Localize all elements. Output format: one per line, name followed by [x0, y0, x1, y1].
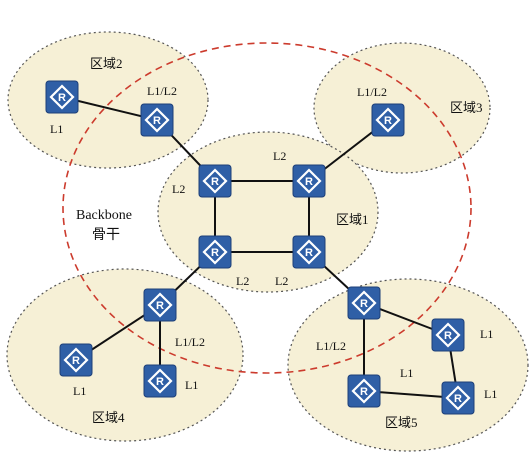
area4-label: 区域4: [92, 410, 125, 425]
router-level-label: L2: [275, 274, 288, 288]
router-icon: R: [198, 235, 232, 269]
router-level-label: L1: [484, 387, 497, 401]
area2-label: 区域2: [90, 56, 123, 71]
svg-text:R: R: [384, 115, 392, 127]
router-icon: R: [45, 80, 79, 114]
backbone-label-cn: 骨干: [92, 227, 120, 243]
backbone-label: Backbone: [76, 208, 132, 223]
svg-text:R: R: [72, 355, 80, 367]
router-level-label: L1/L2: [147, 84, 177, 98]
area5-label: 区域5: [385, 415, 418, 430]
router-level-label: L1: [73, 384, 86, 398]
router-icon: R: [140, 103, 174, 137]
svg-text:R: R: [305, 176, 313, 188]
svg-text:R: R: [305, 247, 313, 259]
router-icon: R: [198, 164, 232, 198]
svg-text:R: R: [156, 300, 164, 312]
router-level-label: L1/L2: [357, 85, 387, 99]
area3-label: 区域3: [450, 100, 483, 115]
router-level-label: L1: [400, 366, 413, 380]
svg-text:R: R: [153, 115, 161, 127]
router-level-label: L1/L2: [175, 335, 205, 349]
svg-text:R: R: [156, 376, 164, 388]
svg-text:R: R: [360, 386, 368, 398]
router-level-label: L1: [185, 378, 198, 392]
router-level-label: L2: [172, 182, 185, 196]
svg-text:R: R: [454, 393, 462, 405]
svg-text:R: R: [211, 247, 219, 259]
svg-text:R: R: [211, 176, 219, 188]
router-level-label: L1/L2: [316, 339, 346, 353]
router-icon: R: [143, 288, 177, 322]
svg-text:R: R: [444, 330, 452, 342]
router-level-label: L1: [480, 327, 493, 341]
router-icon: R: [431, 318, 465, 352]
router-level-label: L2: [236, 274, 249, 288]
svg-text:R: R: [58, 92, 66, 104]
backbone-boundary: [62, 42, 472, 374]
router-icon: R: [347, 286, 381, 320]
router-icon: R: [371, 103, 405, 137]
router-icon: R: [143, 364, 177, 398]
area1-label: 区域1: [336, 212, 369, 227]
area4-ellipse: [6, 268, 244, 442]
routers: R R R R R R R R R R R R R R: [45, 80, 475, 415]
router-icon: R: [441, 381, 475, 415]
router-icon: R: [292, 164, 326, 198]
router-icon: R: [347, 374, 381, 408]
svg-text:R: R: [360, 298, 368, 310]
router-icon: R: [292, 235, 326, 269]
router-icon: R: [59, 343, 93, 377]
router-level-label: L2: [273, 149, 286, 163]
area2-ellipse: [7, 31, 209, 169]
router-level-label: L1: [50, 122, 63, 136]
